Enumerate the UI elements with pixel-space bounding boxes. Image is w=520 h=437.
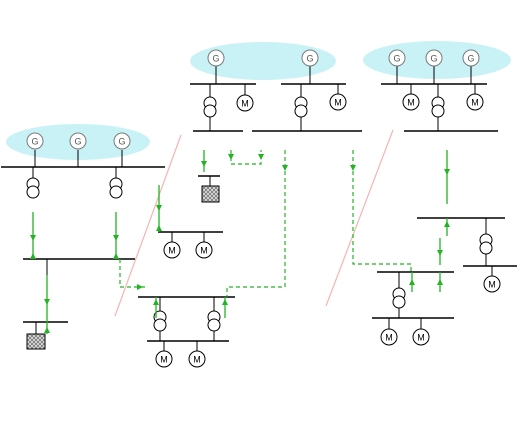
svg-text:M: M <box>334 98 342 108</box>
generator-icon: G <box>388 49 406 67</box>
motor-icon: M <box>412 328 430 346</box>
svg-text:M: M <box>160 355 168 365</box>
power-flow-lines <box>32 150 448 334</box>
flow-arrow-icon <box>113 253 119 259</box>
middle-area: G G M M M M M M <box>138 49 362 368</box>
svg-text:M: M <box>471 98 479 108</box>
flow-arrows <box>30 154 450 333</box>
flow-arrow-icon <box>258 154 264 160</box>
svg-text:G: G <box>393 54 400 64</box>
motor-icon: M <box>329 93 347 111</box>
transformer-icon <box>207 310 221 332</box>
svg-text:M: M <box>200 246 208 256</box>
motor-icon: M <box>380 328 398 346</box>
flow-arrow-icon <box>228 154 234 160</box>
flow-arrow-icon <box>153 299 159 305</box>
generator-icon: G <box>462 49 480 67</box>
svg-text:M: M <box>193 355 201 365</box>
area-divider-right <box>325 129 394 307</box>
svg-text:G: G <box>430 54 437 64</box>
flow-arrow-icon <box>30 253 36 259</box>
flow-arrow-icon <box>137 284 143 290</box>
motor-icon: M <box>466 93 484 111</box>
transformer-icon <box>109 177 123 199</box>
transformer-icon <box>203 96 217 118</box>
transformer-icon <box>153 310 167 332</box>
motor-icon: M <box>483 275 501 293</box>
load-icon <box>26 333 46 350</box>
flow-arrow-icon <box>156 225 162 231</box>
transformer-icon <box>392 287 406 309</box>
generator-icon: G <box>26 132 44 150</box>
svg-text:G: G <box>31 137 38 147</box>
svg-text:M: M <box>385 333 393 343</box>
left-area: G G G <box>1 132 165 350</box>
motor-icon: M <box>188 350 206 368</box>
flow-arrow-icon <box>44 327 50 333</box>
flow-arrow-icon <box>30 235 36 241</box>
svg-text:M: M <box>407 98 415 108</box>
flow-arrow-icon <box>113 235 119 241</box>
svg-text:M: M <box>417 333 425 343</box>
transformer-icon <box>479 233 493 255</box>
generator-icon: G <box>207 49 225 67</box>
svg-text:M: M <box>488 280 496 290</box>
flow-arrow-icon <box>222 299 228 305</box>
motor-icon: M <box>195 241 213 259</box>
flow-arrow-icon <box>350 165 356 171</box>
generator-icon: G <box>301 49 319 67</box>
motor-icon: M <box>163 241 181 259</box>
svg-text:G: G <box>118 137 125 147</box>
svg-text:G: G <box>74 137 81 147</box>
generation-area-middle <box>190 42 336 80</box>
flow-arrow-icon <box>409 279 415 285</box>
generator-icon: G <box>425 49 443 67</box>
generator-icon: G <box>113 132 131 150</box>
right-area: G G G M M M M M <box>372 49 517 346</box>
area-divider-left <box>114 134 182 317</box>
transformer-icon <box>431 96 445 118</box>
svg-text:G: G <box>306 54 313 64</box>
transformer-icon <box>294 96 308 118</box>
flow-arrow-icon <box>201 161 207 167</box>
motor-icon: M <box>402 93 420 111</box>
flow-arrow-icon <box>444 221 450 227</box>
flow-arrow-icon <box>444 169 450 175</box>
load-icon <box>201 185 220 203</box>
flow-arrow-icon <box>282 165 288 171</box>
svg-text:G: G <box>212 54 219 64</box>
flow-arrow-icon <box>437 279 443 285</box>
generator-icon: G <box>69 132 87 150</box>
motor-icon: M <box>236 94 254 112</box>
svg-text:M: M <box>241 99 249 109</box>
motor-icon: M <box>155 350 173 368</box>
flow-arrow-icon <box>437 250 443 256</box>
flow-arrow-icon <box>44 299 50 305</box>
svg-text:M: M <box>168 246 176 256</box>
transformer-icon <box>26 177 40 199</box>
flow-arrow-icon <box>156 205 162 211</box>
svg-text:G: G <box>467 54 474 64</box>
